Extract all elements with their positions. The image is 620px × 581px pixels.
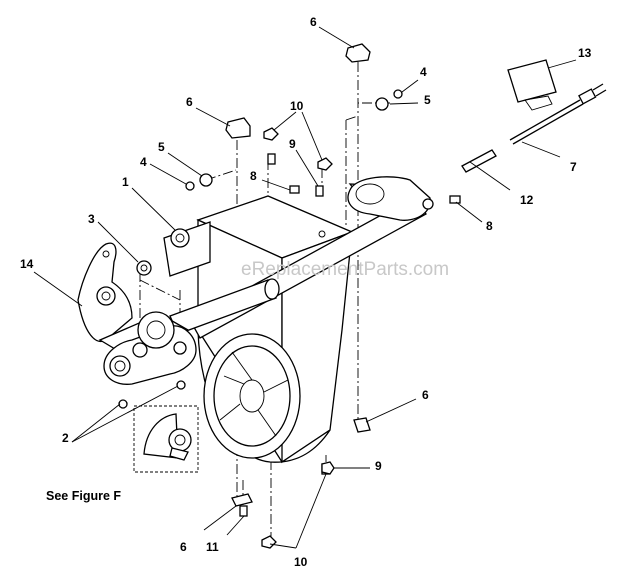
callout-13: 13 xyxy=(578,46,592,60)
callout-9-bottom: 9 xyxy=(375,459,382,473)
callout-5-right: 5 xyxy=(424,93,431,107)
callout-8-left: 8 xyxy=(250,169,257,183)
drive-shaft xyxy=(169,176,434,339)
figure-f-inset xyxy=(133,405,199,473)
callout-10-top: 10 xyxy=(290,99,304,113)
callout-4-right: 4 xyxy=(420,65,427,79)
callout-12: 12 xyxy=(520,193,534,207)
callout-labels: 1 2 3 4 4 5 5 6 6 6 6 7 8 8 9 9 10 10 11… xyxy=(20,15,592,569)
chute-housing xyxy=(163,195,354,464)
callout-8-right: 8 xyxy=(486,219,493,233)
callout-2: 2 xyxy=(62,431,69,445)
callout-6-left: 6 xyxy=(186,95,193,109)
callout-6-right: 6 xyxy=(422,388,429,402)
watermark: eReplacementParts.com xyxy=(241,259,449,280)
callout-4-left: 4 xyxy=(140,155,147,169)
callout-6-bottom: 6 xyxy=(180,540,187,554)
callout-7: 7 xyxy=(570,160,577,174)
hardware xyxy=(185,43,461,549)
callout-9-top: 9 xyxy=(289,137,296,151)
callout-5-left: 5 xyxy=(158,140,165,154)
leader-lines xyxy=(33,26,577,549)
power-cord xyxy=(461,59,607,173)
callout-3: 3 xyxy=(88,212,95,226)
figure-reference: See Figure F xyxy=(46,489,121,503)
callout-11: 11 xyxy=(206,540,219,554)
callout-14: 14 xyxy=(20,257,34,271)
gear-assembly xyxy=(103,260,197,409)
callout-1: 1 xyxy=(122,175,129,189)
callout-6-top: 6 xyxy=(310,15,317,29)
callout-10-bottom: 10 xyxy=(294,555,308,569)
